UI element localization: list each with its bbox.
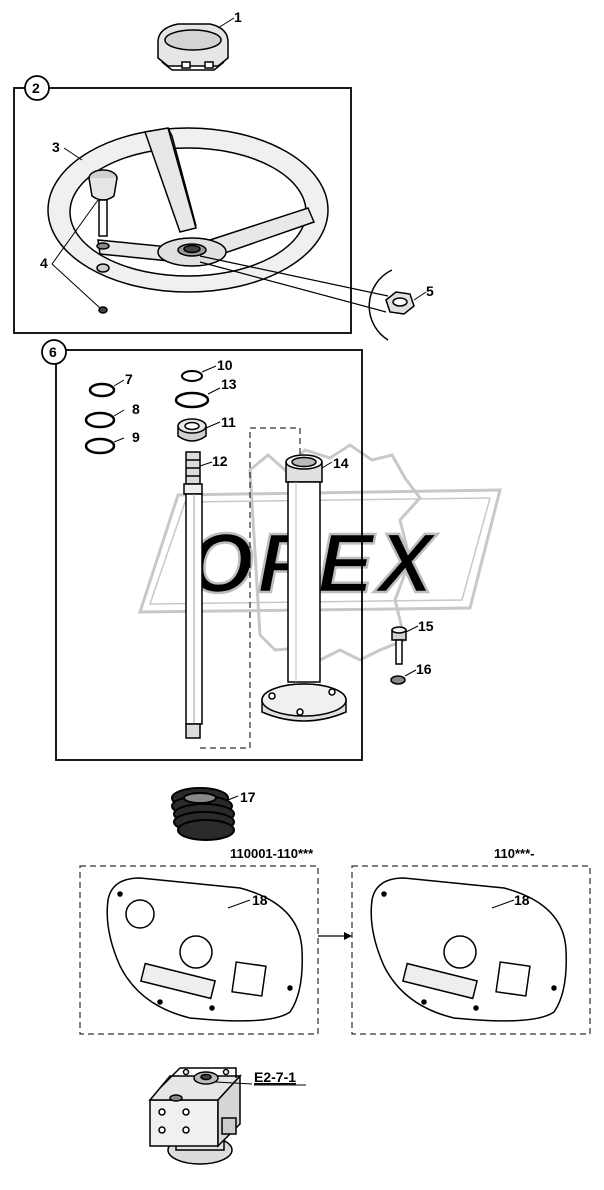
callout-16: 16 [416,661,432,677]
callout-13: 13 [221,376,237,392]
callout-7: 7 [125,371,133,387]
ring-part-7 [88,382,116,398]
bearing-part-11 [177,418,207,442]
callout-14: 14 [333,455,349,471]
callout-9: 9 [132,429,140,445]
spinner-knob-part [88,169,118,314]
ring-part-8 [84,411,116,429]
dash-panel-left [106,877,303,1022]
ring-part-10 [181,370,203,382]
steering-wheel-frame [13,87,352,334]
reference-label: E2-7-1 [254,1069,296,1085]
group-badge-2 [24,75,50,101]
panel-right-frame [351,865,591,1035]
arrow-icon [318,932,352,940]
callout-18-left: 18 [252,892,268,908]
steering-column-frame [55,349,363,761]
callout-4: 4 [40,255,48,271]
callout-18-right: 18 [514,892,530,908]
panel-range-left: 110001-110*** [230,846,314,861]
horn-cap-part [157,23,229,71]
washer-part-16 [390,675,406,685]
dash-panel-right [370,877,567,1022]
ring-part-9 [84,437,116,455]
callout-12: 12 [212,453,228,469]
group-number-2: 2 [32,80,40,96]
snap-ring-part-13 [174,391,210,409]
column-tube-part [261,454,347,722]
callout-15: 15 [418,618,434,634]
bolt-part-15 [391,626,407,665]
watermark-banner [137,488,502,614]
steering-wheel-part [47,127,329,293]
callout-11: 11 [221,414,236,430]
panel-range-right: 110***- [494,846,534,861]
nut-callout-arc [368,269,393,341]
callout-10: 10 [217,357,233,373]
rubber-boot-part [171,787,235,841]
steering-shaft-part [183,451,203,739]
callout-1: 1 [234,9,242,25]
callout-5: 5 [426,283,434,299]
hex-nut-part [385,291,415,315]
panel-left-frame [79,865,319,1035]
assembly-dashed-line [200,427,301,749]
callout-17: 17 [240,789,256,805]
callout-8: 8 [132,401,140,417]
callout-3: 3 [52,139,60,155]
watermark-banner-inner [148,497,491,605]
group-badge-6 [41,339,67,365]
group-number-6: 6 [49,344,57,360]
